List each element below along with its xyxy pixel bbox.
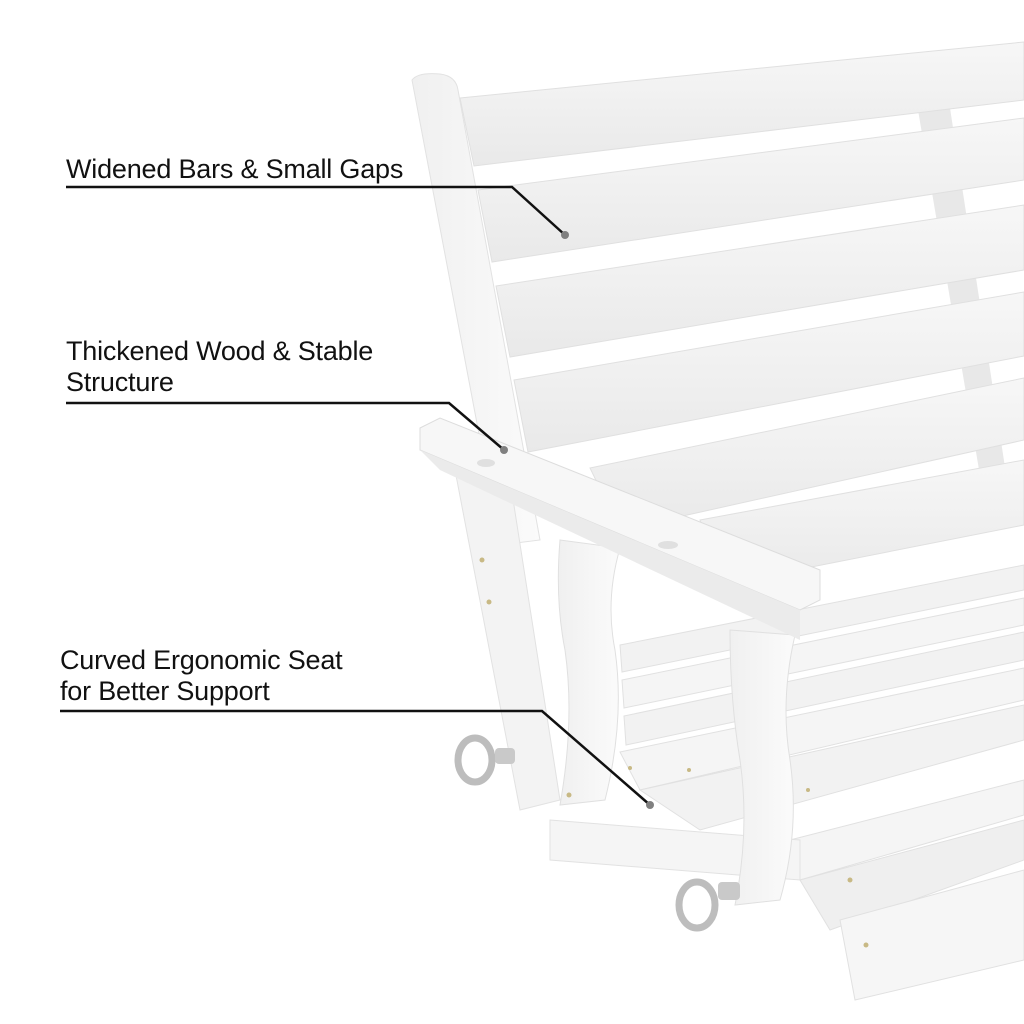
callout-line: for Better Support [60,676,270,706]
eye-bolt-right [675,878,740,932]
seat-slats [619,564,1024,1001]
callout-line: Widened Bars & Small Gaps [66,154,404,184]
eye-bolt-left [454,734,515,786]
callout-line: Thickened Wood & Stable [66,336,374,366]
backrest-slats [459,41,1024,586]
callout-line: Curved Ergonomic Seat [60,645,343,675]
callout-widened-bars: Widened Bars & Small Gaps [66,154,403,185]
callout-line: Structure [66,367,174,397]
